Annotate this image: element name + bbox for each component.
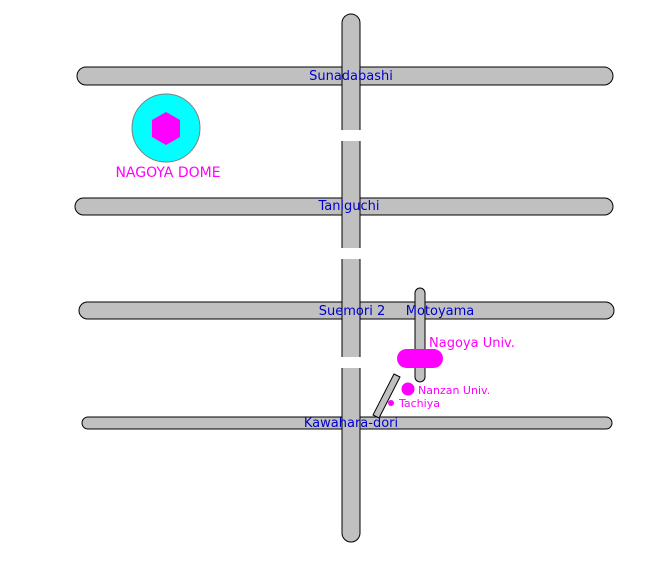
- label-nagoya-dome: NAGOYA DOME: [115, 165, 220, 181]
- label-kawahara: Kawahara-dori: [304, 416, 398, 431]
- label-nanzan-univ: Nanzan Univ.: [418, 384, 490, 397]
- nagoya-dome-hexagon: [152, 112, 180, 145]
- crossing-suemori: [343, 303, 359, 318]
- label-suemori: Suemori 2: [319, 304, 385, 319]
- avenue-gap: [341, 130, 361, 141]
- crossing-taniguchi: [343, 199, 359, 214]
- avenue-gap: [341, 248, 361, 259]
- road-diagonal-tachiya: [372, 373, 401, 419]
- road-main-avenue: [341, 13, 361, 543]
- crossing-sunadabashi: [343, 68, 359, 84]
- label-sunadabashi: Sunadabashi: [309, 69, 393, 84]
- nanzan-univ-marker: [401, 382, 415, 396]
- label-motoyama: Motoyama: [406, 304, 475, 319]
- label-tachiya: Tachiya: [398, 397, 440, 410]
- label-taniguchi: Taniguchi: [317, 199, 379, 214]
- label-nagoya-univ: Nagoya Univ.: [429, 336, 515, 351]
- nagoya-univ-marker: [397, 349, 443, 368]
- crossing-kawahara: [343, 418, 359, 428]
- tachiya-marker: [388, 400, 394, 406]
- avenue-gap: [341, 357, 361, 368]
